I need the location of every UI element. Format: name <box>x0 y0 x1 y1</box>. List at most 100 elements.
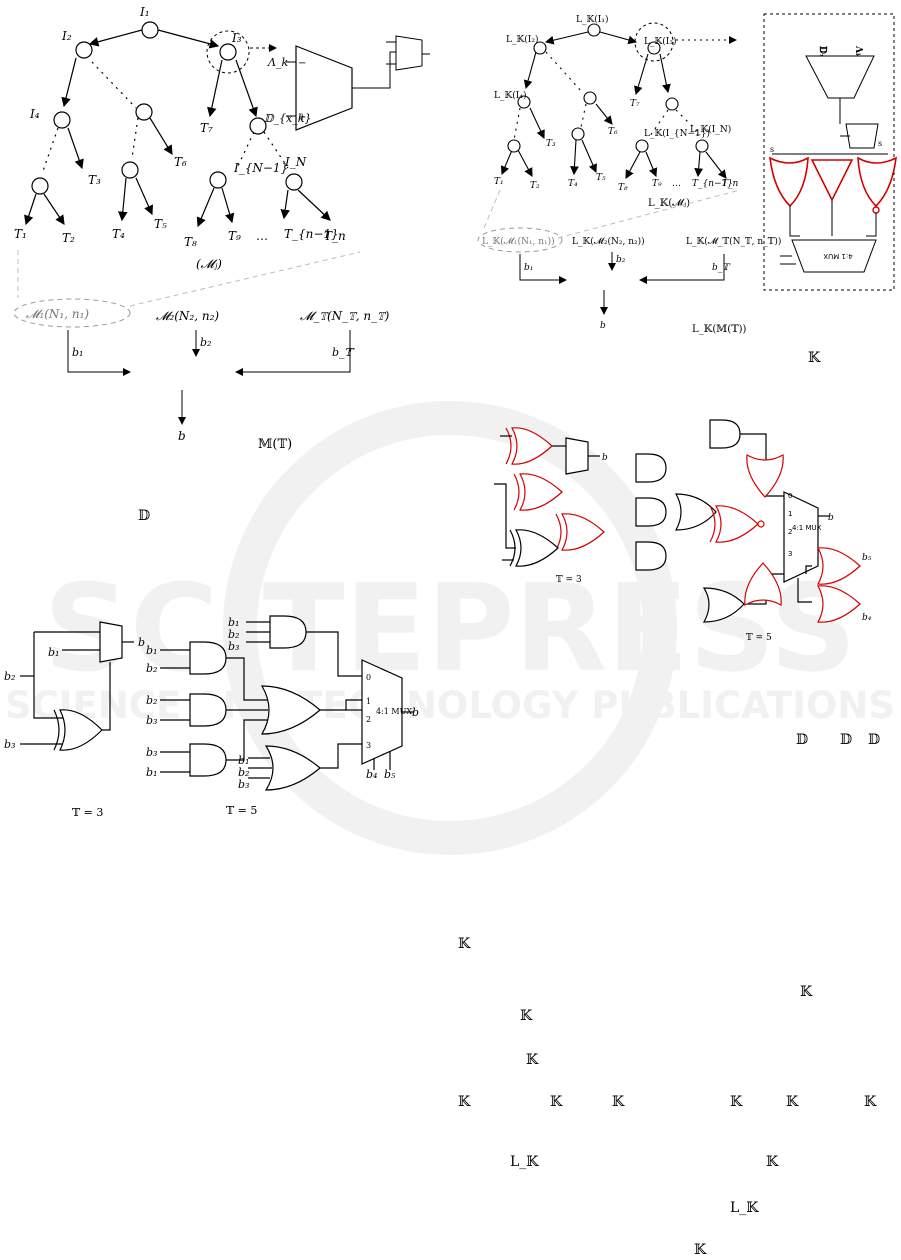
mux-port: 2 <box>788 528 792 536</box>
inset-input-left: 𝔻ₓₖ <box>817 46 828 63</box>
mux-gate <box>565 437 589 475</box>
mux-port: 2 <box>366 715 371 724</box>
bit-label: b₁ <box>524 263 533 273</box>
model-2-label: L_𝕂(𝓜₂(N₂, n₂)) <box>572 236 645 247</box>
ensemble-label: 𝕄(𝕋) <box>258 437 292 452</box>
node-label: L_𝕂(I₁) <box>576 14 608 25</box>
leaf-label: T₄ <box>568 179 578 189</box>
circuit-label: 𝕋 = 5 <box>746 633 772 643</box>
leaf-label: T_{n−1} <box>692 179 733 189</box>
and-gate <box>635 497 667 527</box>
model-T-label: L_𝕂(𝓜_𝕋(N_𝕋, n_𝕋)) <box>686 236 781 247</box>
bit-label: b_𝕋 <box>332 346 356 359</box>
leaf-label: T₄ <box>112 227 125 241</box>
tree-node <box>249 117 267 135</box>
leaf-label: T₆ <box>608 127 618 137</box>
and-gate <box>635 541 667 571</box>
svg-text:𝕂: 𝕂 <box>526 1052 539 1068</box>
mux-port: 0 <box>788 492 792 500</box>
circuit-label: 𝕋 = 5 <box>226 804 257 817</box>
leaf-label: T₅ <box>596 173 606 183</box>
and-gate <box>189 693 227 727</box>
leaf-label: T₁ <box>494 177 504 187</box>
xnor-gate-red <box>817 585 861 623</box>
and-gate <box>189 641 227 675</box>
output-label: b <box>602 453 608 463</box>
tree-node <box>219 43 237 61</box>
model-T-label: 𝓜_𝕋(N_𝕋, n_𝕋) <box>300 309 390 323</box>
bit-label: b₃ <box>146 746 157 759</box>
svg-text:𝕂: 𝕂 <box>800 984 813 1000</box>
bit-label: b₂ <box>616 255 626 265</box>
tree-node <box>53 111 71 129</box>
figure-tree-plain: I₁ I₂ I₃ I₄ I_{N−1} I_N T₁ T₂ T₃ T₄ T₅ T… <box>13 5 430 524</box>
mux-label: 4:1 MUX <box>792 524 822 532</box>
svg-text:𝔻: 𝔻 <box>840 732 852 748</box>
bit-label: b₁ <box>238 754 249 767</box>
mux-select-label: b₄ <box>366 768 377 781</box>
tree-node <box>121 161 139 179</box>
mux-port: 3 <box>366 741 371 750</box>
mux-port: 1 <box>788 510 792 518</box>
mux-select-label: b₅ <box>384 768 396 781</box>
leaf-label: T₂ <box>530 181 540 191</box>
or-gate <box>264 745 321 791</box>
svg-text:𝕂: 𝕂 <box>458 1094 471 1110</box>
figure-circuits-locked-text: b 𝕋 = 3 𝕋 = 5 b b₅ b₄ 4:1 MUX 0 1 2 3 <box>556 453 872 643</box>
leaf-label: T₈ <box>184 235 197 249</box>
dataset-symbol: 𝔻 <box>138 508 150 524</box>
bit-label: b₁ <box>146 644 157 657</box>
tree-node <box>135 103 153 121</box>
bit-label: b₂ <box>4 670 15 683</box>
and-gate <box>635 453 667 483</box>
node-label: I₁ <box>139 5 150 19</box>
xor-gate-red <box>519 473 563 511</box>
bit-label: b₂ <box>228 628 239 641</box>
tree-node <box>285 173 303 191</box>
leaf-label: T₇ <box>200 121 213 135</box>
leaf-label: T₃ <box>88 173 101 187</box>
node-label: L_𝕂(I₄) <box>494 90 526 101</box>
model-label: L_𝕂(𝓜ⱼ) <box>648 198 690 209</box>
inset-comparator <box>805 55 875 99</box>
svg-text:𝕂: 𝕂 <box>766 1154 779 1170</box>
xor-gate-red <box>511 427 553 465</box>
svg-text:𝕂: 𝕂 <box>864 1094 877 1110</box>
svg-text:L_𝕂: L_𝕂 <box>510 1154 539 1170</box>
bit-label: b₃ <box>238 778 249 791</box>
node-label: I₄ <box>29 107 40 121</box>
locked-node-inset: 𝔻ₓₖ Λₖ s s 4:1 MUX <box>763 13 897 291</box>
bit-label: b₁ <box>228 616 239 629</box>
xor-gate-red <box>769 156 809 208</box>
model-1-label: 𝓜₁(N₁, n₁) <box>26 307 89 321</box>
mux-ports: 0 1 2 3 4:1 MUX <box>366 673 412 750</box>
figure-circuits-plain-text: b b₁ b₂ b₃ 𝕋 = 3 b₁ b₂ b₃ b₁ b₂ b₂ b₃ b₃… <box>4 616 419 819</box>
svg-text:𝕂: 𝕂 <box>458 936 471 952</box>
svg-text:𝔻: 𝔻 <box>796 732 808 748</box>
node-label: I_{N−1} <box>233 161 288 175</box>
xnor-gate-red <box>561 513 605 551</box>
svg-text:𝕂: 𝕂 <box>520 1008 533 1024</box>
xor-gate <box>515 529 559 567</box>
inset-input-right: Λₖ <box>853 45 863 58</box>
and-gate <box>189 743 227 777</box>
leaf-label: T_n <box>324 229 346 243</box>
tree-node <box>75 41 93 59</box>
tree-node <box>141 21 159 39</box>
leaf-label: T₇ <box>630 99 640 109</box>
watermark-brand: SCITEPRESS <box>44 560 857 699</box>
bit-label: b₁ <box>146 766 157 779</box>
leaf-label: T₈ <box>618 183 628 193</box>
circuit-label: 𝕋 = 3 <box>556 575 582 585</box>
xnor-gate-red <box>857 156 897 208</box>
xor-gate-red <box>746 454 784 498</box>
leaf-label: T_n <box>722 179 739 189</box>
model-highlight <box>13 298 131 328</box>
key-symbol: 𝕂 <box>808 350 821 366</box>
xnor-gate-red <box>744 562 782 606</box>
output-label: b <box>600 321 606 331</box>
mux-port: 0 <box>366 673 371 682</box>
figure-tree-locked: L_𝕂(I₁) L_𝕂(I₂) L_𝕂(I₃) L_𝕂(I₄) L_𝕂(I_{N… <box>477 13 897 366</box>
model-2-label: 𝓜₂(N₂, n₂) <box>156 309 219 323</box>
